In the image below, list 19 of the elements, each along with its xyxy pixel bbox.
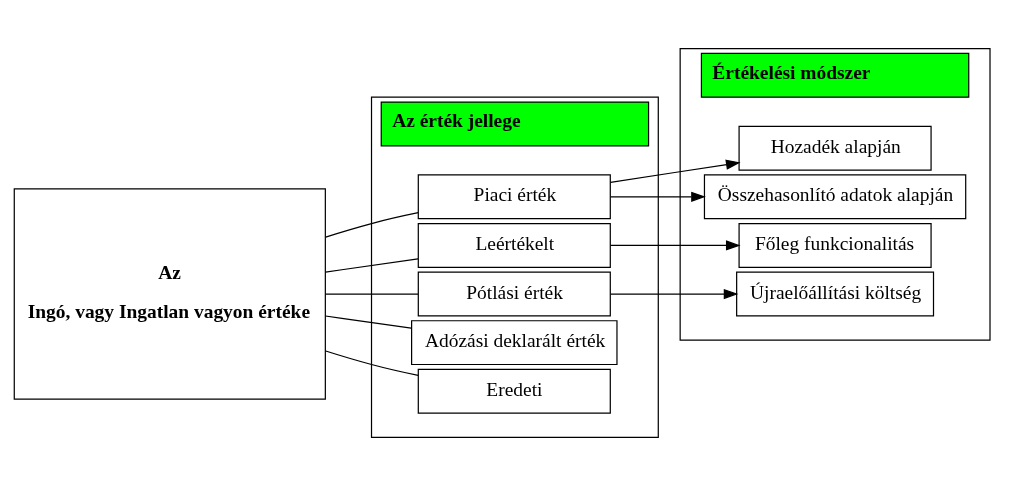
node-box: Pótlási érték [417,271,611,317]
connector [324,258,419,273]
connector [324,350,419,376]
connector [324,293,419,295]
node-box: Újraelőállítási költség [735,271,934,317]
node-box: Összehasonlító adatok alapján [703,174,966,220]
arrow [609,288,738,300]
node-box: Az Ingó, vagy Ingatlan vagyon értéke [13,188,326,400]
node-box: Hozadék alapján [738,125,932,171]
arrow [609,191,706,202]
arrow [609,240,741,251]
node-box: Eredeti [417,368,611,414]
connector [324,315,412,329]
node-box: Piaci érték [417,174,611,220]
node-box: Főleg funkcionalitás [738,222,932,268]
arrow [609,159,741,183]
connector [324,212,419,238]
node-box: Adózási deklarált érték [410,320,618,366]
node-box: Leértékelt [417,222,611,268]
